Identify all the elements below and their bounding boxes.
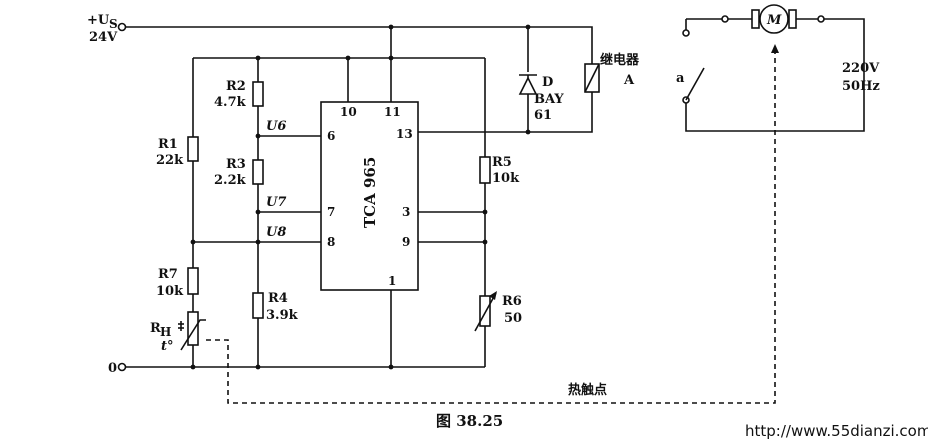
rh-temp: t° — [161, 339, 174, 354]
ic-pin-7: 7 — [327, 205, 335, 219]
ic-pin-1: 1 — [388, 274, 396, 288]
junction — [388, 364, 394, 370]
mains-frequency: 50Hz — [842, 79, 880, 94]
resistor-r2 — [252, 81, 264, 107]
r6-name: R6 — [502, 294, 522, 309]
junction — [190, 239, 196, 245]
ic-pin-3: 3 — [402, 205, 410, 219]
watermark: http://www.55dianzi.com — [745, 422, 928, 440]
mains-voltage: 220V — [842, 61, 880, 76]
figure-caption: 图 38.25 — [436, 412, 503, 430]
junction — [388, 55, 394, 61]
junction — [482, 209, 488, 215]
ic-tca965-body — [320, 101, 419, 291]
motor-terminal-left — [721, 15, 729, 23]
switch-terminal-top — [682, 29, 690, 37]
r3-value: 2.2k — [214, 173, 247, 188]
junction — [255, 55, 261, 61]
r4-value: 3.9k — [266, 308, 299, 323]
thermal-contact-label: 热触点 — [568, 382, 607, 398]
ic-pin-10: 10 — [340, 105, 357, 119]
supply-voltage: 24V — [89, 30, 118, 45]
junction — [388, 24, 394, 30]
switch-a — [685, 67, 705, 101]
r5-value: 10k — [492, 171, 520, 186]
node-u8: U8 — [266, 225, 286, 240]
r6-value: 50 — [504, 311, 522, 326]
r1-name: R1 — [158, 137, 178, 152]
wire-pin13 — [418, 94, 529, 133]
ground-terminal — [117, 362, 127, 372]
thermistor-rh — [178, 311, 206, 351]
r2-value: 4.7k — [214, 95, 247, 110]
junction — [255, 364, 261, 370]
wires — [126, 18, 865, 368]
r7-name: R7 — [158, 267, 178, 282]
resistor-r1 — [187, 136, 199, 162]
junction — [345, 55, 351, 61]
motor-label: M — [766, 13, 782, 28]
ic-pin-6: 6 — [327, 129, 335, 143]
r7-value: 10k — [156, 284, 184, 299]
r4-name: R4 — [268, 291, 288, 306]
relay-coil — [584, 63, 600, 93]
r2-name: R2 — [226, 79, 246, 94]
diode-d — [518, 74, 538, 95]
junction — [525, 24, 531, 30]
r5-name: R5 — [492, 155, 512, 170]
resistor-r5 — [479, 156, 491, 184]
ic-pin-8: 8 — [327, 235, 335, 249]
node-u6: U6 — [266, 119, 286, 134]
junction — [255, 209, 261, 215]
resistor-r4 — [252, 292, 264, 319]
resistor-r3 — [252, 159, 264, 185]
ic-pin-11: 11 — [384, 105, 401, 119]
supply-label: +U — [87, 13, 110, 28]
ic-pin-13: 13 — [396, 127, 413, 141]
r1-value: 22k — [156, 153, 184, 168]
wire-motor-loop — [685, 18, 865, 132]
relay-contact: A — [623, 73, 635, 88]
resistor-r7 — [187, 267, 199, 295]
diode-name: D — [542, 75, 553, 90]
motor-m — [751, 4, 797, 34]
wire-relay — [528, 26, 593, 133]
rh-name-sub: H — [160, 325, 171, 339]
junction — [482, 239, 488, 245]
switch-label: a — [676, 71, 685, 86]
thermal-link — [206, 46, 776, 404]
potentiometer-r6 — [474, 291, 497, 332]
ground-label: 0 — [108, 361, 117, 376]
relay-name: 继电器 — [600, 52, 640, 68]
supply-label-sub: S — [109, 17, 118, 31]
rh-name: R — [150, 321, 161, 336]
junctions — [190, 24, 531, 370]
junction — [190, 364, 196, 370]
node-u7: U7 — [266, 195, 286, 210]
r3-name: R3 — [226, 157, 246, 172]
motor-terminal-right — [817, 15, 825, 23]
junction — [255, 239, 261, 245]
thermal-link-arrow — [771, 44, 779, 53]
junction — [255, 133, 261, 139]
diode-num: 61 — [534, 108, 552, 123]
junction — [525, 129, 531, 135]
supply-terminal — [117, 22, 127, 32]
diode-type: BAY — [534, 92, 564, 107]
ic-pin-9: 9 — [402, 235, 410, 249]
ic-name: TCA 965 — [361, 157, 379, 228]
